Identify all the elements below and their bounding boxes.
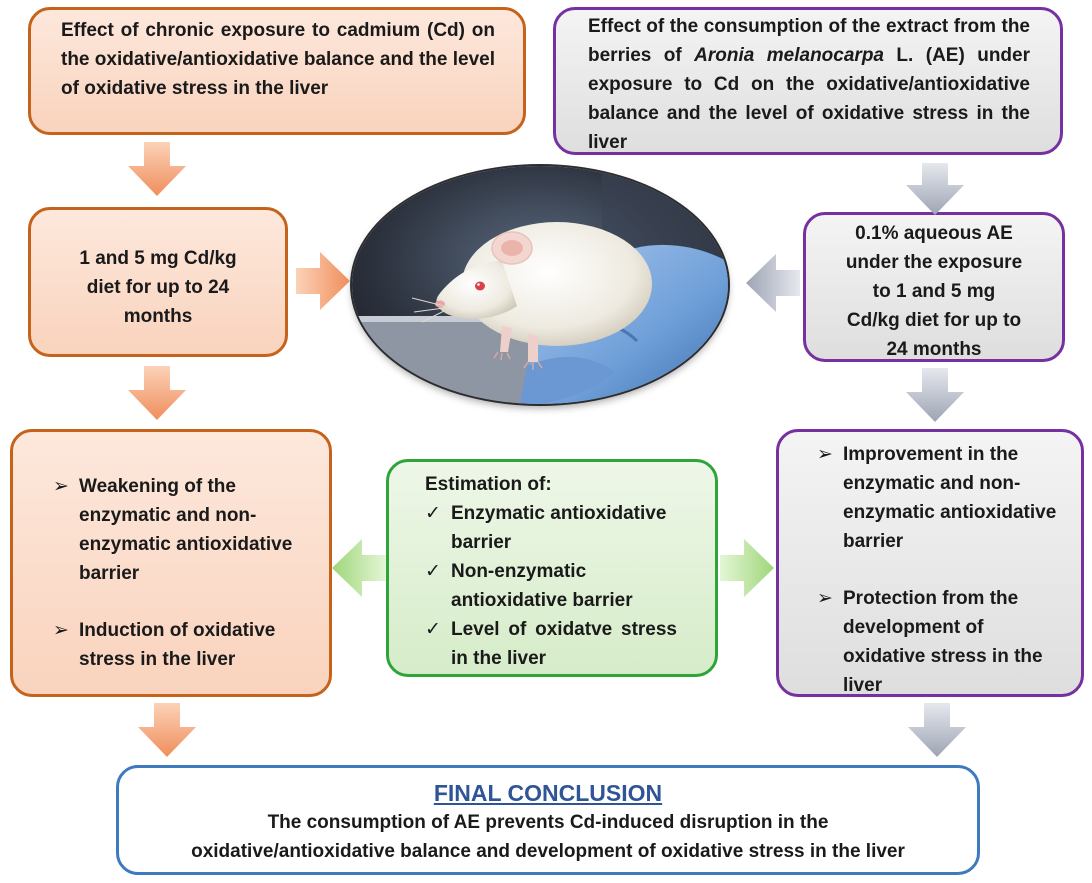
checkmark-icon: ✓ xyxy=(425,619,441,640)
aronia-dose-line-1: 0.1% aqueous AE xyxy=(855,223,1013,244)
box-aronia-text-before: Effect of the consumption of the extract… xyxy=(588,16,1030,66)
down-arrow-icon xyxy=(906,368,964,422)
box-cadmium-outcome: ➢ Weakening of the enzymatic and non-enz… xyxy=(10,429,332,697)
arrow-bullet-icon: ➢ xyxy=(53,620,69,641)
arrow-bullet-icon: ➢ xyxy=(817,588,833,609)
lab-rat-illustration xyxy=(352,166,728,404)
cadmium-outcome-text-1: Weakening of the enzymatic and non-enzym… xyxy=(79,476,293,584)
arrow-bullet-icon: ➢ xyxy=(53,476,69,497)
down-arrow-icon xyxy=(138,703,196,757)
box-aronia-extract-effect: Effect of the consumption of the extract… xyxy=(553,7,1063,155)
down-arrow-icon xyxy=(128,366,186,420)
aronia-dose-line-5: 24 months xyxy=(886,339,982,360)
aronia-dose-line-2: under the exposure xyxy=(845,252,1023,273)
box-cadmium-exposure-effect: Effect of chronic exposure to cadmium (C… xyxy=(28,7,526,135)
box-final-conclusion: FINAL CONCLUSION The consumption of AE p… xyxy=(116,765,980,875)
aronia-dose-line-4: Cd/kg diet for up to xyxy=(846,310,1022,331)
estimation-heading: Estimation of: xyxy=(425,474,552,495)
cadmium-dose-line-2: diet for up to 24 xyxy=(86,277,230,298)
estimation-list: ✓ Enzymatic antioxidative barrier ✓ Non-… xyxy=(425,499,677,673)
down-arrow-icon xyxy=(128,142,186,196)
cadmium-outcome-item: ➢ Induction of oxidative stress in the l… xyxy=(53,616,315,674)
aronia-outcome-item: ➢ Improvement in the enzymatic and non-e… xyxy=(817,440,1065,556)
cadmium-dose-line-1: 1 and 5 mg Cd/kg xyxy=(79,248,237,269)
estimation-item: ✓ Level of oxidatve stress in the liver xyxy=(425,615,677,673)
box-estimation: Estimation of: ✓ Enzymatic antioxidative… xyxy=(386,459,718,677)
aronia-outcome-list: ➢ Improvement in the enzymatic and non-e… xyxy=(817,440,1065,700)
box-aronia-outcome: ➢ Improvement in the enzymatic and non-e… xyxy=(776,429,1084,697)
estimation-text-3: Level of oxidatve stress in the liver xyxy=(451,619,677,669)
checkmark-icon: ✓ xyxy=(425,503,441,524)
aronia-outcome-text-2: Protection from the development of oxida… xyxy=(843,588,1043,696)
right-arrow-icon xyxy=(296,252,350,310)
estimation-text-1: Enzymatic antioxidative barrier xyxy=(451,503,667,553)
estimation-item: ✓ Enzymatic antioxidative barrier xyxy=(425,499,677,557)
cadmium-outcome-text-2: Induction of oxidative stress in the liv… xyxy=(79,620,276,670)
cadmium-dose-line-3: months xyxy=(123,306,193,327)
down-arrow-icon xyxy=(908,703,966,757)
left-arrow-icon xyxy=(332,539,386,597)
aronia-outcome-item: ➢ Protection from the development of oxi… xyxy=(817,584,1065,700)
box-aronia-dose: 0.1% aqueous AE under the exposure to 1 … xyxy=(803,212,1065,362)
estimation-item: ✓ Non-enzymatic antioxidative barrier xyxy=(425,557,677,615)
down-arrow-icon xyxy=(906,163,964,215)
checkmark-icon: ✓ xyxy=(425,561,441,582)
final-conclusion-line-1: The consumption of AE prevents Cd-induce… xyxy=(267,812,829,833)
aronia-outcome-text-1: Improvement in the enzymatic and non-enz… xyxy=(843,444,1057,552)
final-conclusion-title: FINAL CONCLUSION xyxy=(433,780,663,806)
estimation-text-2: Non-enzymatic antioxidative barrier xyxy=(451,561,633,611)
lab-rat-photo xyxy=(352,166,728,404)
arrow-bullet-icon: ➢ xyxy=(817,444,833,465)
aronia-dose-line-3: to 1 and 5 mg xyxy=(872,281,996,302)
right-arrow-icon xyxy=(720,539,774,597)
box-cadmium-dose: 1 and 5 mg Cd/kg diet for up to 24 month… xyxy=(28,207,288,357)
cadmium-outcome-item: ➢ Weakening of the enzymatic and non-enz… xyxy=(53,472,315,588)
box-aronia-species: Aronia melanocarpa xyxy=(694,45,884,66)
box-cadmium-exposure-text: Effect of chronic exposure to cadmium (C… xyxy=(61,20,495,99)
final-conclusion-line-2: oxidative/antioxidative balance and deve… xyxy=(191,841,905,862)
cadmium-outcome-list: ➢ Weakening of the enzymatic and non-enz… xyxy=(53,472,315,674)
box-aronia-text-after: L. (AE) under exposure to Cd on the oxid… xyxy=(588,45,1030,153)
left-arrow-icon xyxy=(746,254,800,312)
